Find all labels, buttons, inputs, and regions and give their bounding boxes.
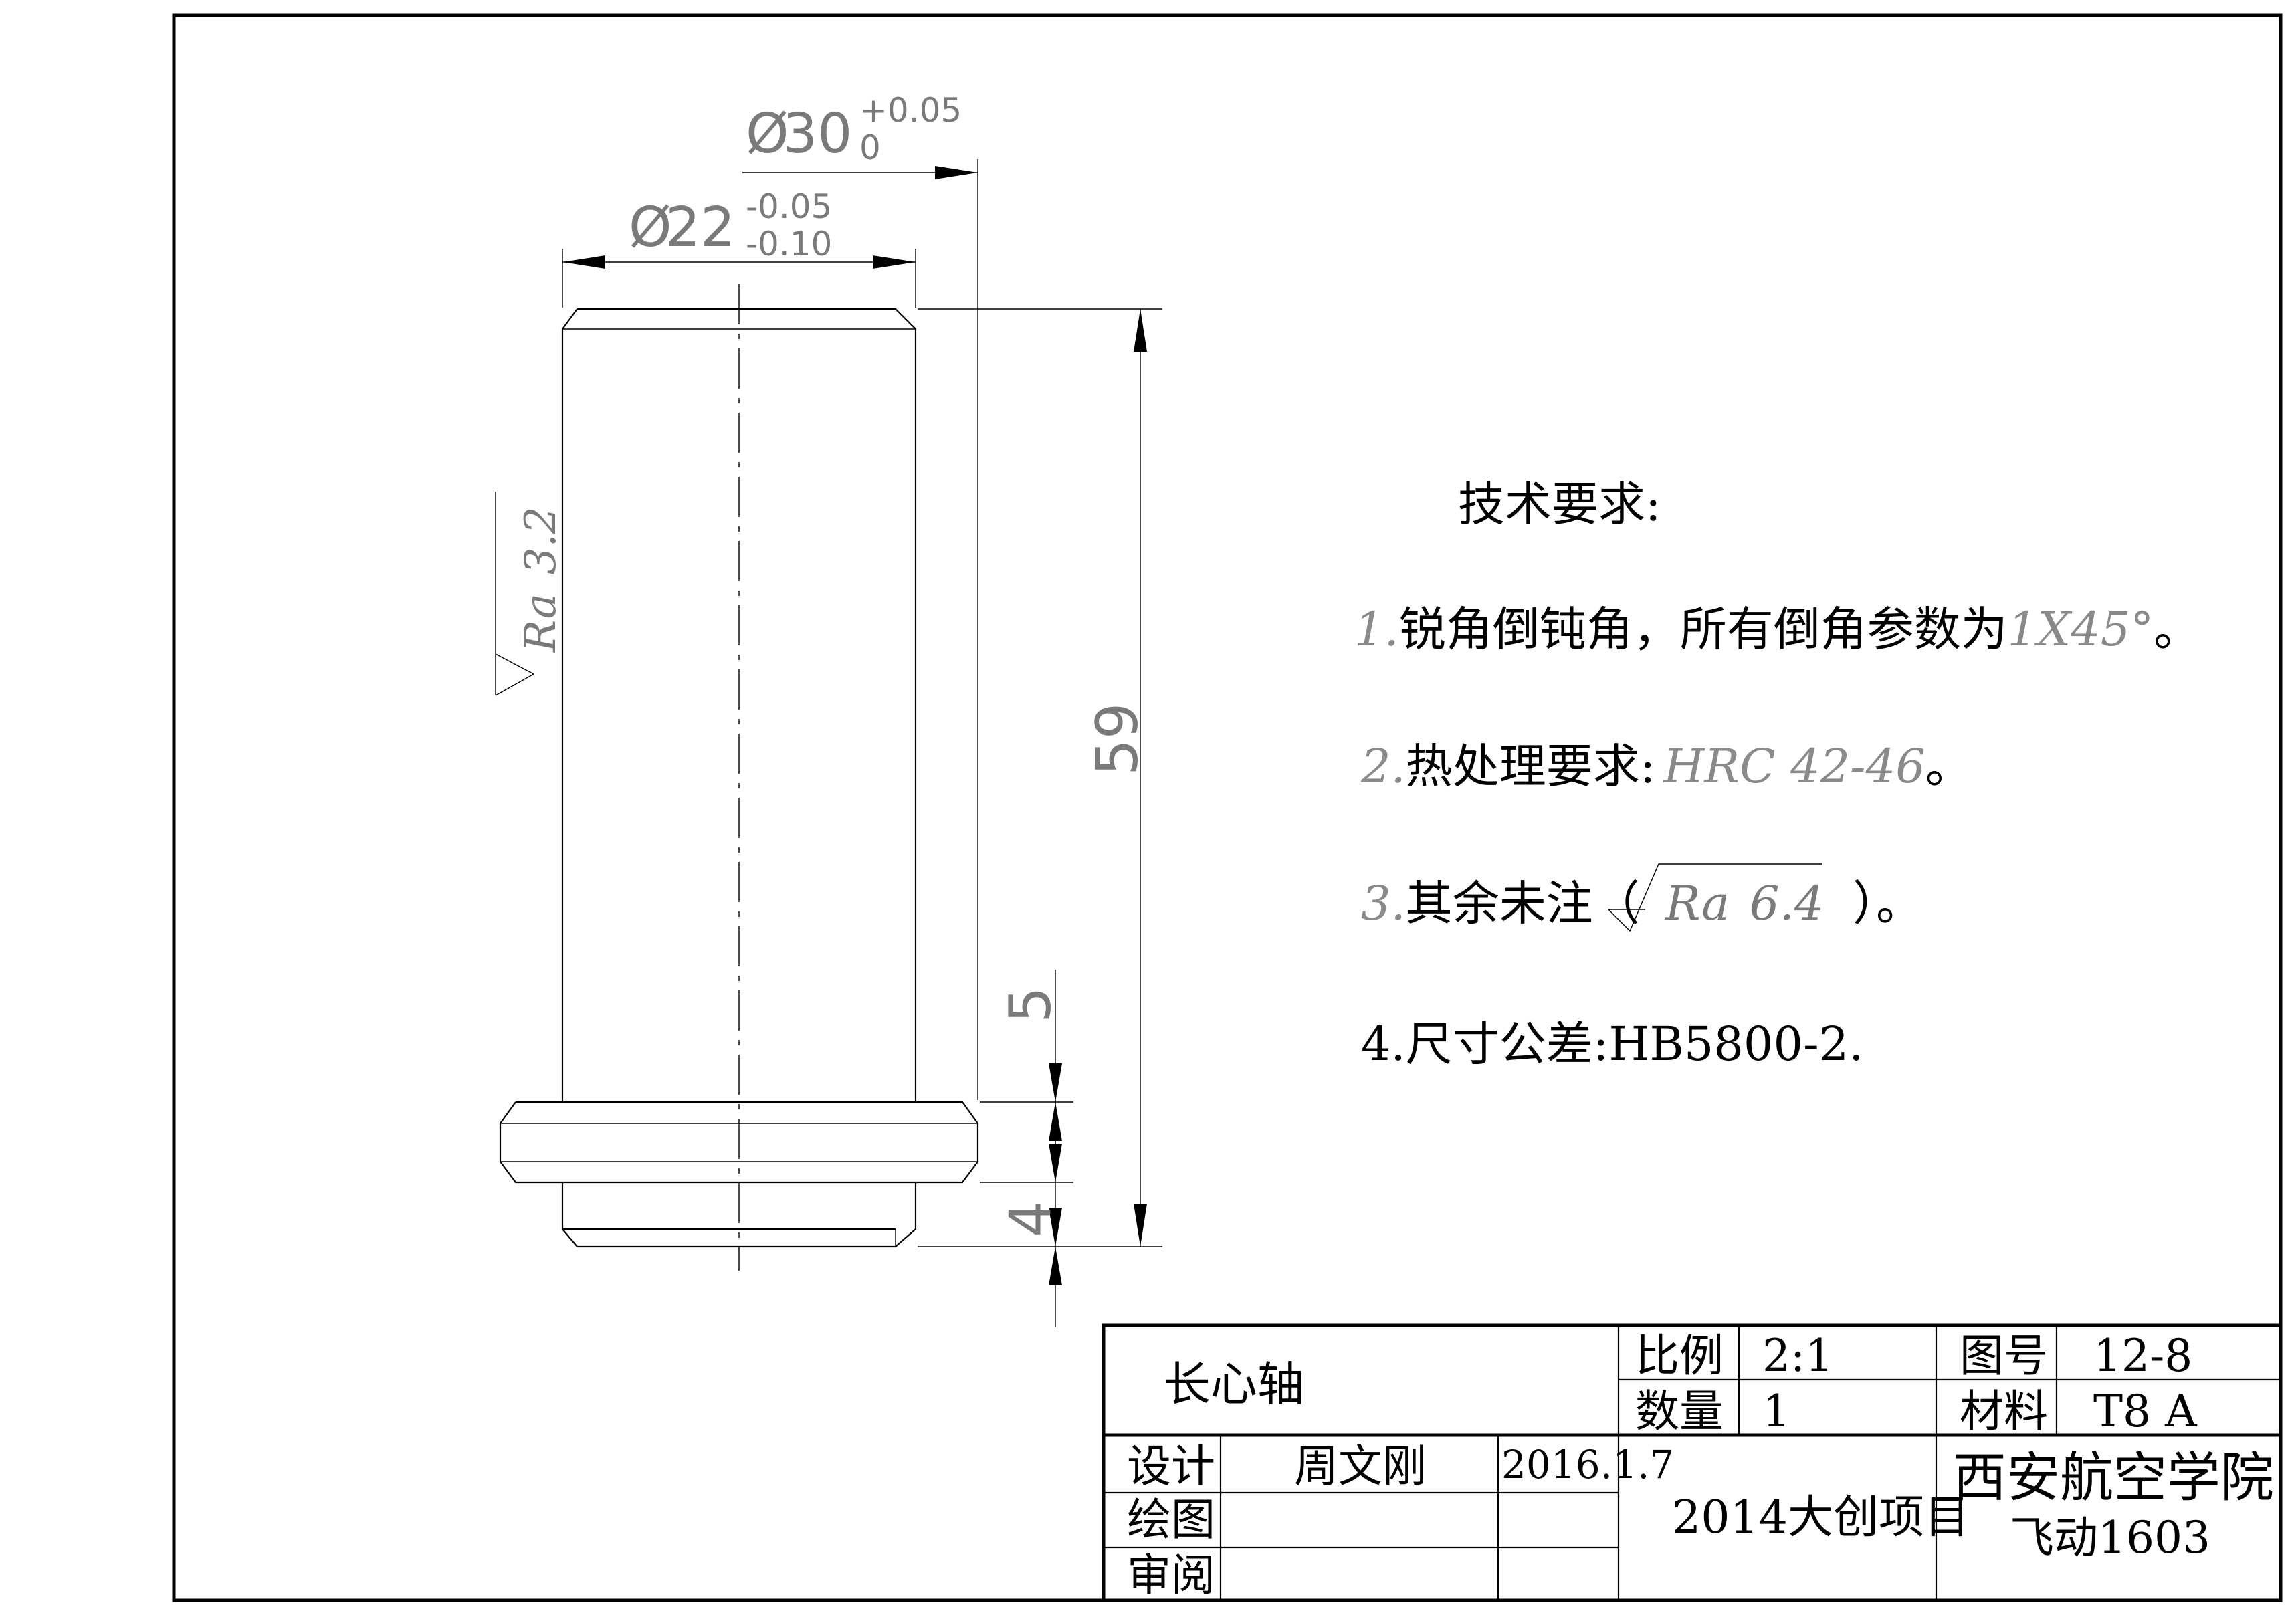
drawing-number-label: 图号 bbox=[1960, 1330, 2048, 1382]
material-label: 材料 bbox=[1960, 1386, 2048, 1437]
tech-req-title: 技术要求: bbox=[1458, 477, 1661, 532]
technical-requirements: 技术要求: 1.锐角倒钝角，所有倒角参数为1X45°。 2.热处理要求:HRC … bbox=[1354, 477, 2200, 1071]
quantity-label: 数量 bbox=[1635, 1386, 1724, 1437]
inner-dia-symbol: Ø bbox=[629, 196, 672, 259]
school-name: 西安航空学院 bbox=[1953, 1446, 2274, 1509]
length-59-label: 59 bbox=[1084, 703, 1151, 776]
inner-dia-lower-tol: -0.10 bbox=[746, 225, 832, 263]
thickness-4-label: 4 bbox=[997, 1200, 1064, 1237]
tech-req-item-2: 2.热处理要求:HRC 42-46。 bbox=[1360, 739, 1972, 794]
tech-req-item-1: 1.锐角倒钝角，所有倒角参数为1X45°。 bbox=[1354, 602, 2200, 657]
outer-dia-upper-tol: +0.05 bbox=[859, 91, 962, 130]
quantity-value: 1 bbox=[1762, 1386, 1790, 1437]
offset-5-label: 5 bbox=[997, 986, 1064, 1023]
inner-dia-upper-tol: -0.05 bbox=[746, 187, 832, 226]
review-label: 审阅 bbox=[1127, 1549, 1215, 1601]
scale-label: 比例 bbox=[1635, 1330, 1724, 1382]
tech-req-item-3-start: 3.其余未注（ bbox=[1361, 876, 1640, 931]
dimension-outer-diameter: Ø 30 +0.05 0 bbox=[742, 91, 978, 1100]
part-outline bbox=[499, 284, 979, 1271]
surface-roughness-symbol: Ra 3.2 bbox=[495, 492, 566, 696]
material-value: T8 A bbox=[2093, 1386, 2198, 1437]
scale-value: 2:1 bbox=[1762, 1330, 1833, 1382]
roughness-prefix: Ra bbox=[516, 593, 566, 653]
outer-dia-symbol: Ø bbox=[746, 102, 789, 166]
dimension-total-length: 59 bbox=[918, 308, 1162, 1247]
design-date: 2016.1.7 bbox=[1501, 1442, 1674, 1487]
inner-dia-nominal: 22 bbox=[665, 196, 735, 259]
title-block: 长心轴 比例 2:1 图号 12-8 数量 1 材料 T8 A 设计 周文刚 2… bbox=[1102, 1323, 2283, 1602]
project-name: 2014大创项目 bbox=[1672, 1491, 1970, 1544]
dimension-inner-diameter: Ø 22 -0.05 -0.10 bbox=[562, 187, 916, 308]
class-name: 飞动1603 bbox=[2010, 1512, 2210, 1564]
tech-req-item-3-end: ）。 bbox=[1853, 876, 1923, 931]
svg-text:Ra6.4: Ra 6.4 bbox=[1664, 876, 1824, 931]
part-name: 长心轴 bbox=[1164, 1357, 1304, 1412]
inline-roughness-prefix: Ra bbox=[1664, 876, 1730, 931]
outer-dia-nominal: 30 bbox=[782, 102, 852, 166]
inline-roughness-value: 6.4 bbox=[1750, 876, 1824, 931]
design-label: 设计 bbox=[1127, 1440, 1215, 1492]
designer-name: 周文刚 bbox=[1294, 1440, 1427, 1492]
dimension-collar-thickness: 4 bbox=[997, 1144, 1064, 1327]
tech-req-item-4: 4.尺寸公差:HB5800-2. bbox=[1361, 1016, 1863, 1071]
roughness-inline-symbol: Ra 6.4 bbox=[1608, 863, 1824, 932]
outer-dia-lower-tol: 0 bbox=[859, 128, 881, 167]
drawing-number-value: 12-8 bbox=[2093, 1330, 2192, 1382]
dimension-collar-offset: 5 bbox=[980, 970, 1073, 1183]
drawing-label: 绘图 bbox=[1127, 1494, 1215, 1545]
roughness-value: 3.2 bbox=[516, 506, 566, 574]
svg-text:Ra3.2: Ra 3.2 bbox=[516, 506, 566, 653]
